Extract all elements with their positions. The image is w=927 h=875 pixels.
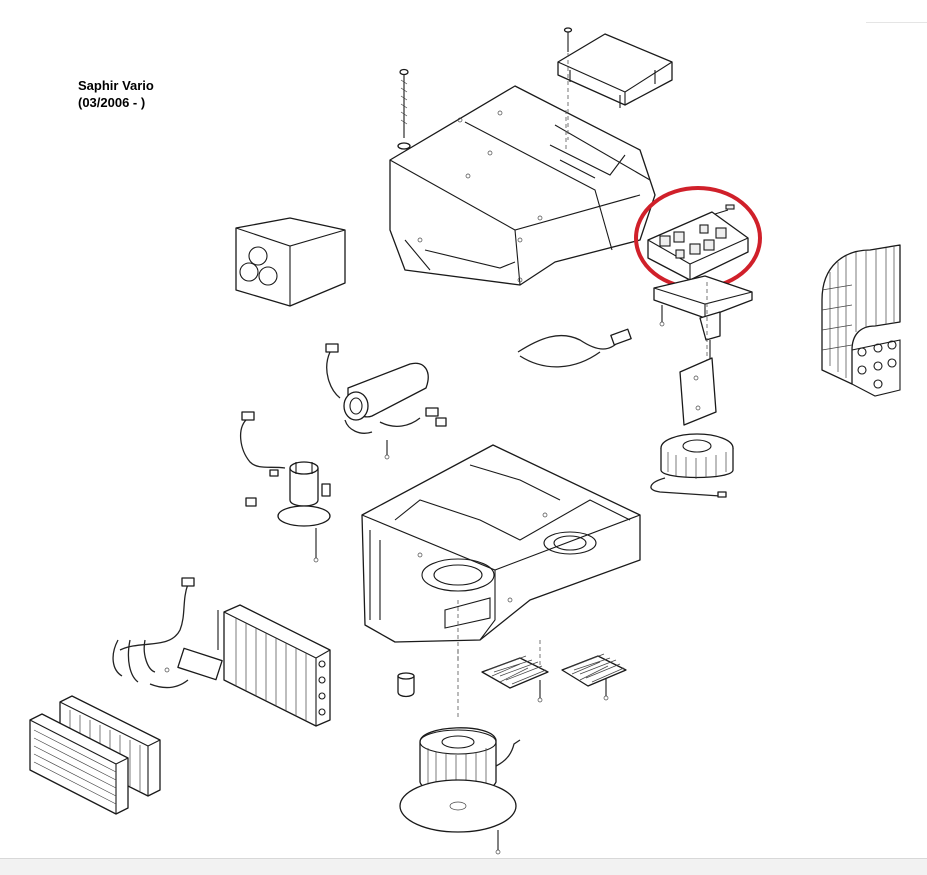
condenser-fan: [650, 433, 734, 498]
evaporator-coil: [821, 244, 901, 397]
refrigerant-pump: [245, 461, 331, 563]
control-circuit-board: [647, 204, 749, 281]
sensor-wiring: [112, 577, 223, 689]
model-name: Saphir Vario: [78, 78, 154, 93]
evaporator-blower: [399, 650, 521, 855]
bottom-scroll-strip: [0, 858, 927, 875]
board-mounting-tray: [653, 275, 753, 341]
diagram-title: Saphir Vario (03/2006 - ): [78, 77, 154, 111]
return-air-grille: [29, 713, 129, 815]
fan-bracket: [679, 340, 717, 426]
heater-element: [223, 604, 331, 727]
mesh-screen-right: [561, 653, 627, 701]
pump-cable: [240, 411, 286, 469]
service-lid: [557, 27, 673, 140]
base-tray: [361, 444, 641, 643]
drain-plug: [397, 672, 415, 698]
assembly-guide-lines: [457, 110, 708, 668]
corner-duct-block: [235, 217, 346, 307]
model-date-range: (03/2006 - ): [78, 95, 146, 110]
top-cover-housing: [389, 85, 656, 286]
mesh-screen-left: [481, 655, 549, 703]
power-cable: [517, 328, 632, 368]
corner-divider: [866, 22, 927, 23]
top-cover-screw: [397, 68, 411, 150]
compressor: [343, 362, 447, 460]
compressor-cable: [325, 343, 341, 399]
